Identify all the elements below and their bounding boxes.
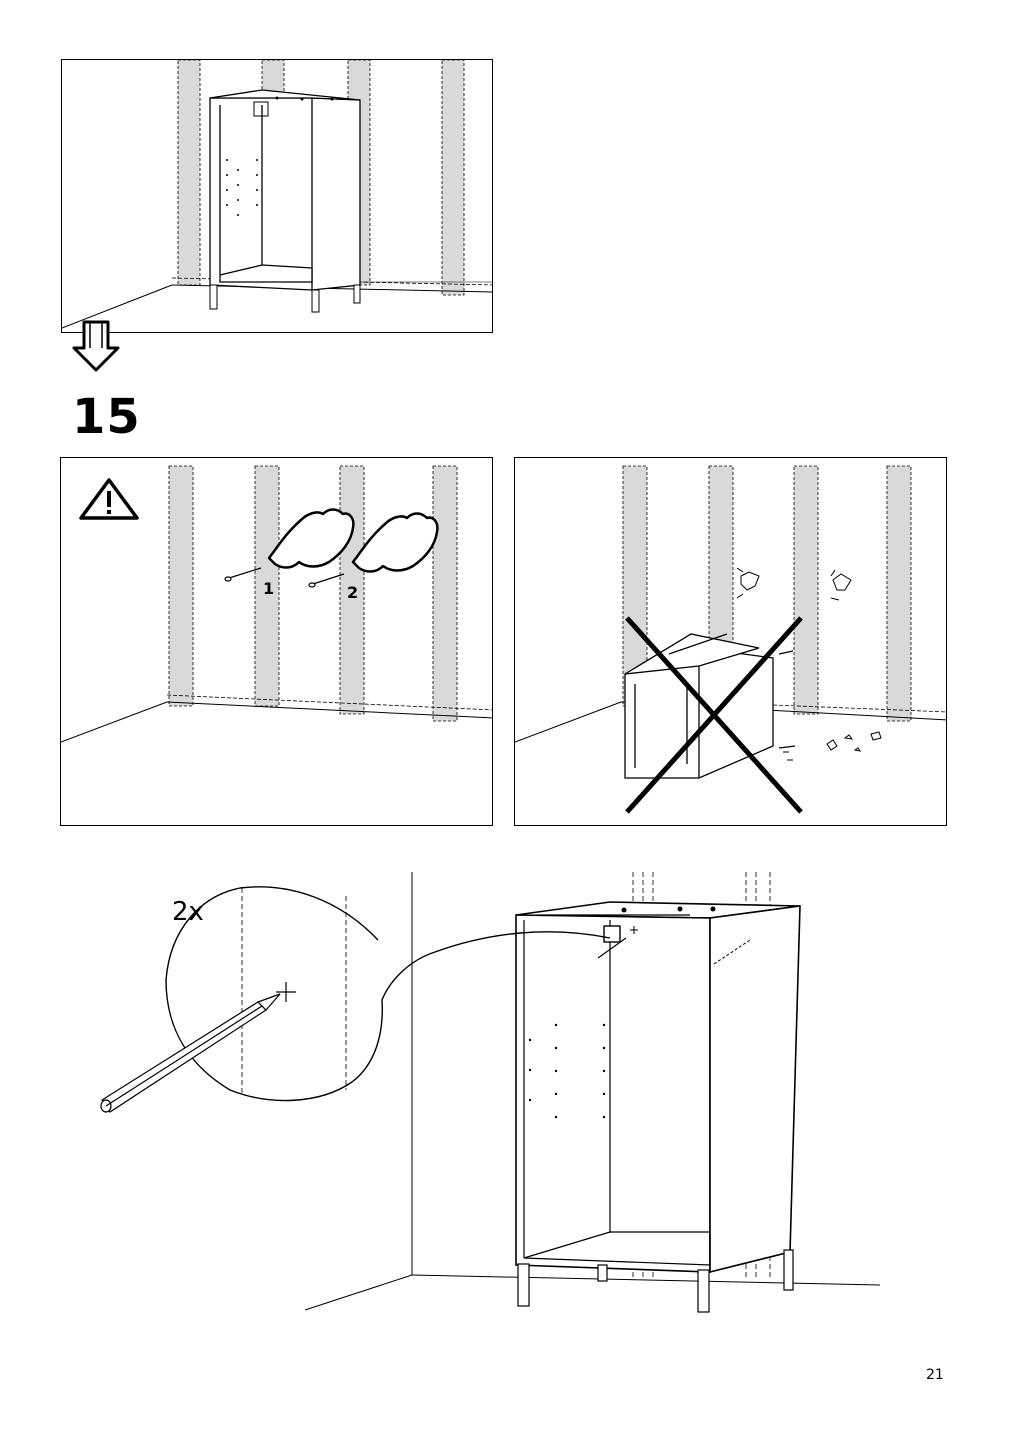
hand-label-1: 1: [263, 579, 274, 598]
knuckle-hand-icon-2: [351, 512, 439, 573]
step-number: 15: [72, 389, 141, 445]
quantity-label: 2x: [172, 897, 204, 927]
cabinet-falling-illustration: [515, 465, 946, 814]
cabinet-on-wall-illustration: [62, 60, 492, 329]
locate-studs-panel: 1 2: [60, 457, 493, 826]
hand-label-2: 2: [347, 583, 358, 602]
page-number: 21: [926, 1367, 944, 1383]
next-step-arrow-icon: [72, 320, 120, 372]
mark-studs-illustration: 2x: [100, 872, 881, 1313]
do-not-cross-icon: [625, 616, 803, 814]
knock-wall-illustration: 1 2: [61, 465, 492, 743]
previous-step-panel: [61, 59, 493, 333]
knuckle-hand-icon-1: [267, 508, 355, 569]
pencil-icon: [100, 993, 281, 1113]
incorrect-mounting-panel: [514, 457, 947, 826]
warning-triangle-icon: [79, 478, 139, 520]
